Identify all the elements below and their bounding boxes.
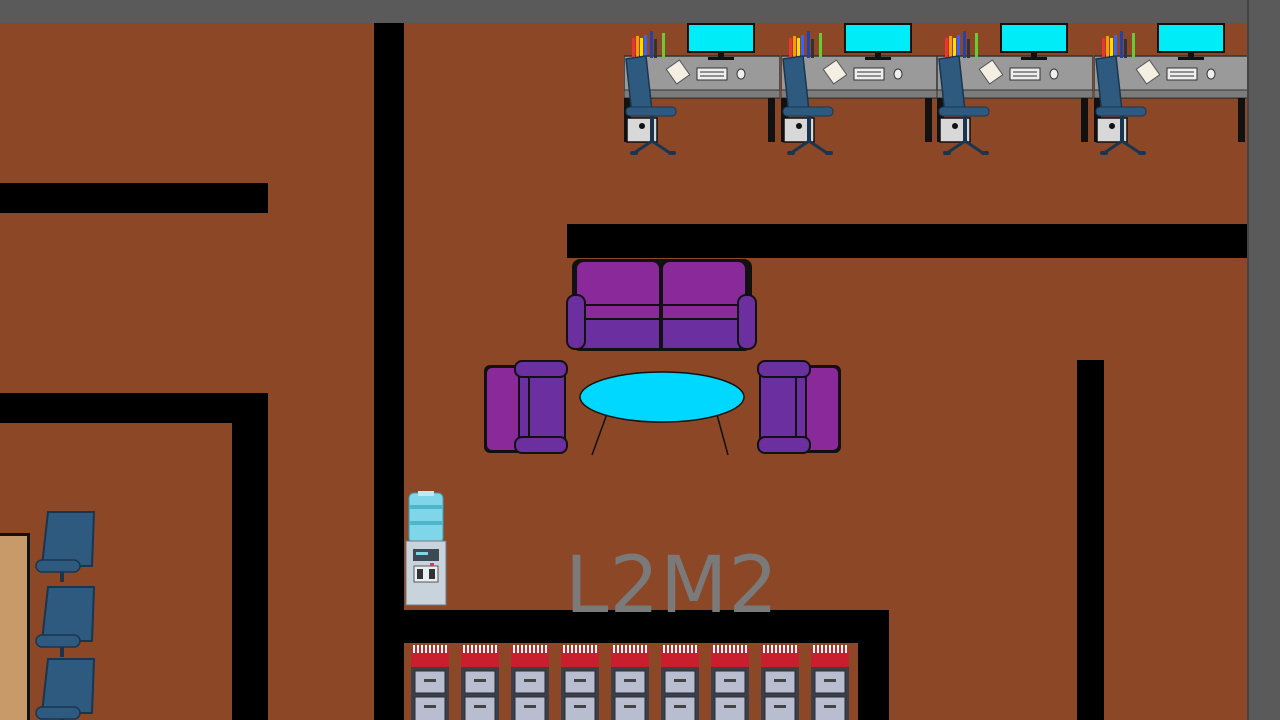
wall-right-vertical	[1077, 360, 1104, 720]
workstation-1[interactable]	[623, 23, 781, 161]
armchair-icon[interactable]	[483, 359, 569, 455]
desk-icon	[936, 23, 1094, 155]
side-table	[0, 533, 30, 720]
top-frame	[0, 0, 1280, 23]
desk-icon	[779, 23, 938, 155]
workstation-3[interactable]	[936, 23, 1094, 161]
wall-center-vertical	[374, 23, 404, 720]
armchair-icon[interactable]	[756, 359, 842, 455]
desk-icon	[623, 23, 781, 155]
wall-left-vertical	[232, 423, 268, 720]
right-frame	[1247, 0, 1280, 720]
workstation-2[interactable]	[779, 23, 938, 161]
file-cabinet-icon[interactable]	[557, 645, 603, 720]
file-cabinet-icon[interactable]	[657, 645, 703, 720]
map-label: L2M2	[565, 541, 780, 631]
wall-storage-top	[404, 610, 889, 643]
sofa-icon[interactable]	[566, 257, 758, 353]
wall-left-upper	[0, 183, 268, 213]
file-cabinet-icon[interactable]	[507, 645, 553, 720]
file-cabinet-icon[interactable]	[757, 645, 803, 720]
water-cooler-icon[interactable]	[404, 491, 448, 607]
office-chair-icon[interactable]	[34, 657, 104, 720]
office-chair-icon[interactable]	[34, 510, 104, 588]
desk-icon	[1092, 23, 1247, 155]
coffee-table-icon[interactable]	[578, 369, 746, 459]
wall-left-middle	[0, 393, 268, 423]
wall-lounge-top	[567, 224, 1247, 258]
workstation-4[interactable]	[1092, 23, 1247, 161]
file-cabinet-icon[interactable]	[607, 645, 653, 720]
file-cabinet-icon[interactable]	[807, 645, 853, 720]
file-cabinet-icon[interactable]	[457, 645, 503, 720]
file-cabinet-icon[interactable]	[407, 645, 453, 720]
file-cabinet-icon[interactable]	[707, 645, 753, 720]
wall-storage-right	[858, 610, 889, 720]
office-chair-icon[interactable]	[34, 585, 104, 663]
office-floor-map: L2M2	[0, 23, 1247, 720]
